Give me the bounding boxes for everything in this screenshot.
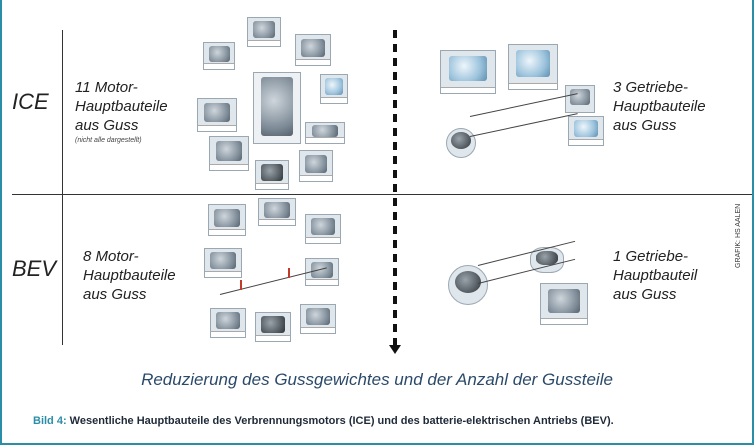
part-image [448, 265, 488, 305]
part-image [300, 304, 336, 334]
marker [288, 268, 290, 278]
part-image [568, 116, 604, 146]
ice-motor-note: (nicht alle dargestellt) [75, 137, 142, 144]
part-image [320, 74, 348, 104]
horizontal-divider [12, 194, 752, 195]
figure-number: Bild 4: [33, 415, 67, 427]
part-image [210, 308, 246, 338]
arrow-down-icon [389, 345, 401, 354]
bev-motor-exploded-view [200, 196, 345, 346]
part-image [247, 17, 281, 47]
part-image [299, 150, 333, 182]
bev-gear-text: 1 Getriebe- Hauptbauteil aus Guss [613, 248, 698, 303]
assembly-axis [469, 93, 578, 117]
bev-motor-text: 8 Motor- Hauptbauteile aus Guss [83, 248, 176, 303]
part-image [440, 50, 496, 94]
marker [240, 280, 242, 290]
part-image [208, 204, 246, 236]
part-image [197, 98, 237, 132]
part-image [540, 283, 588, 325]
part-image [209, 136, 249, 171]
graphic-credit: GRAFIK: HS AALEN [735, 203, 742, 268]
part-image [305, 214, 341, 244]
part-image [255, 312, 291, 342]
part-image [446, 128, 476, 158]
ice-gear-text: 3 Getriebe- Hauptbauteile aus Guss [613, 79, 706, 134]
ice-gearbox-exploded-view [440, 40, 610, 160]
dashed-arrow-line [393, 30, 397, 348]
part-image [253, 72, 301, 144]
figure-caption-text: Wesentliche Hauptbauteile des Verbrennun… [66, 415, 614, 427]
bev-gearbox-exploded-view [448, 225, 598, 335]
ice-motor-text: 11 Motor- Hauptbauteile aus Guss [75, 79, 168, 134]
ice-engine-exploded-view [195, 12, 348, 192]
main-caption: Reduzierung des Gussgewichtes und der An… [141, 370, 613, 389]
part-image [565, 85, 595, 113]
part-image [255, 160, 289, 190]
assembly-axis [469, 113, 578, 137]
row-label-ice: ICE [12, 89, 49, 114]
figure-caption: Bild 4: Wesentliche Hauptbauteile des Ve… [33, 415, 614, 427]
vertical-divider [62, 30, 63, 345]
row-label-bev: BEV [12, 256, 57, 281]
part-image [203, 42, 235, 70]
part-image [204, 248, 242, 278]
assembly-axis [477, 258, 576, 284]
part-image [305, 122, 345, 144]
part-image [295, 34, 331, 66]
part-image [258, 198, 296, 226]
part-image [508, 44, 558, 90]
